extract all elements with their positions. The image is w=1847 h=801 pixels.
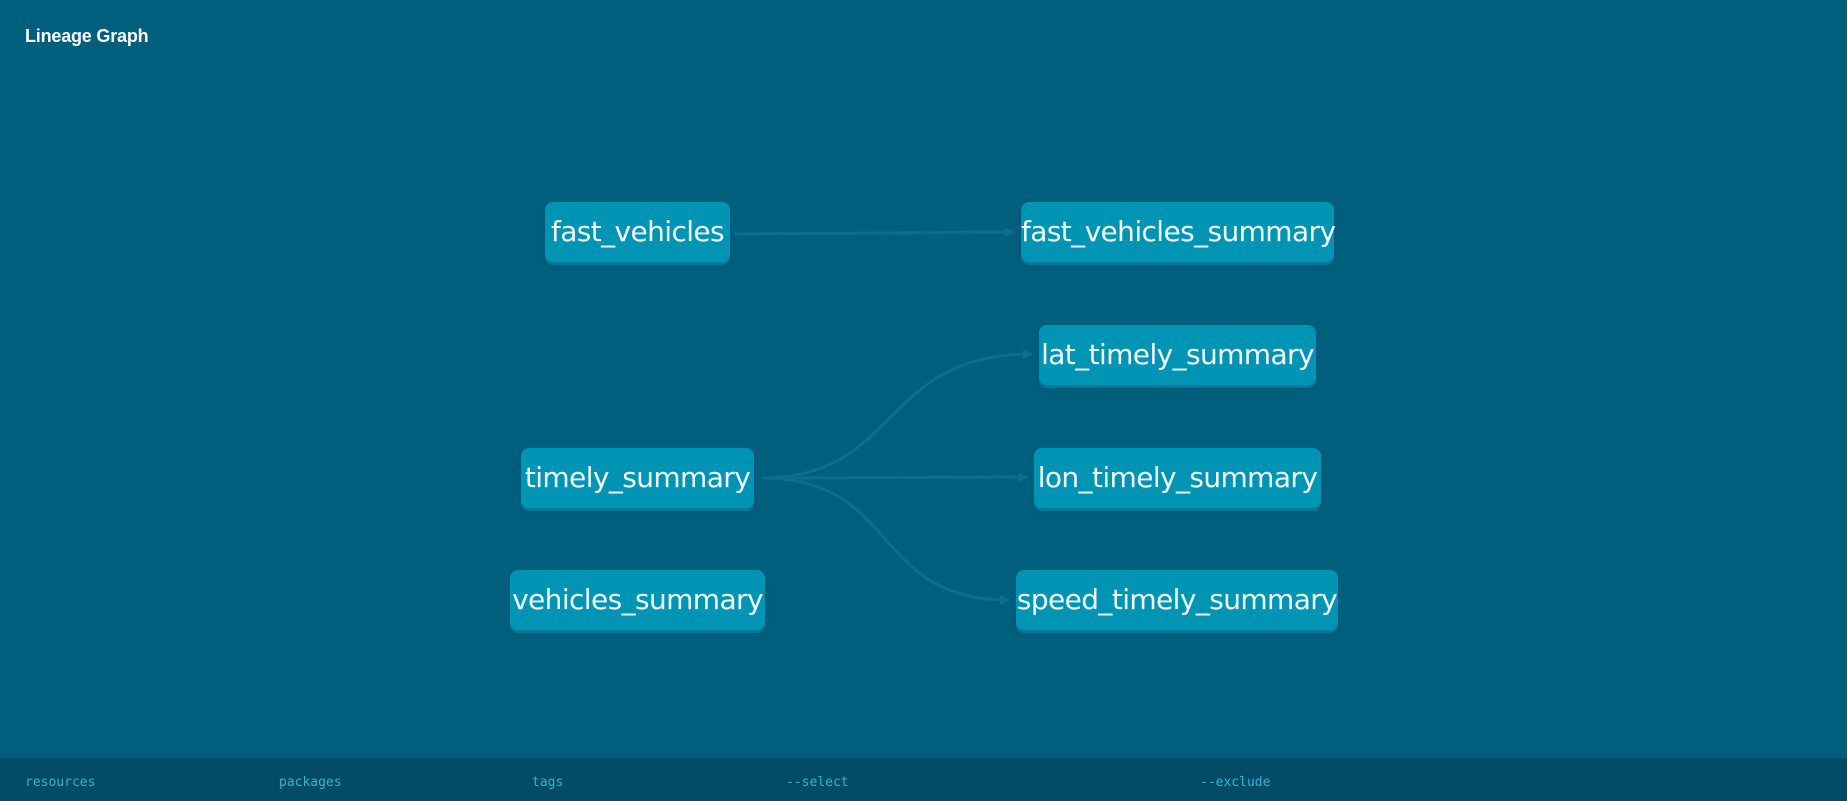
exclude-input[interactable]: --exclude [1200,775,1271,790]
edges-layer [733,227,1033,605]
edge-timely-summary-to-lon-timely-summary [761,472,1028,483]
node-lon-timely-summary[interactable]: lon_timely_summary [1034,448,1321,508]
edge-fast-vehicles-to-fast-vehicles-summary [733,227,1015,238]
node-fast-vehicles[interactable]: fast_vehicles [545,202,730,262]
node-lat-timely-summary[interactable]: lat_timely_summary [1039,325,1316,385]
edge-timely-summary-to-lat-timely-summary [761,349,1033,480]
selector-footer: resources packages tags --select --exclu… [0,758,1847,801]
node-speed-timely-summary[interactable]: speed_timely_summary [1016,570,1338,630]
edge-timely-summary-to-speed-timely-summary [761,476,1010,605]
node-vehicles-summary[interactable]: vehicles_summary [510,570,765,630]
graph-canvas[interactable]: fast_vehicles fast_vehicles_summary lat_… [0,0,1847,758]
packages-filter[interactable]: packages [279,775,342,790]
node-fast-vehicles-summary[interactable]: fast_vehicles_summary [1021,202,1336,262]
page-title: Lineage Graph [25,26,149,46]
tags-filter[interactable]: tags [532,775,564,790]
resources-filter[interactable]: resources [25,775,96,790]
select-input[interactable]: --select [786,775,849,790]
node-timely-summary[interactable]: timely_summary [521,448,754,508]
